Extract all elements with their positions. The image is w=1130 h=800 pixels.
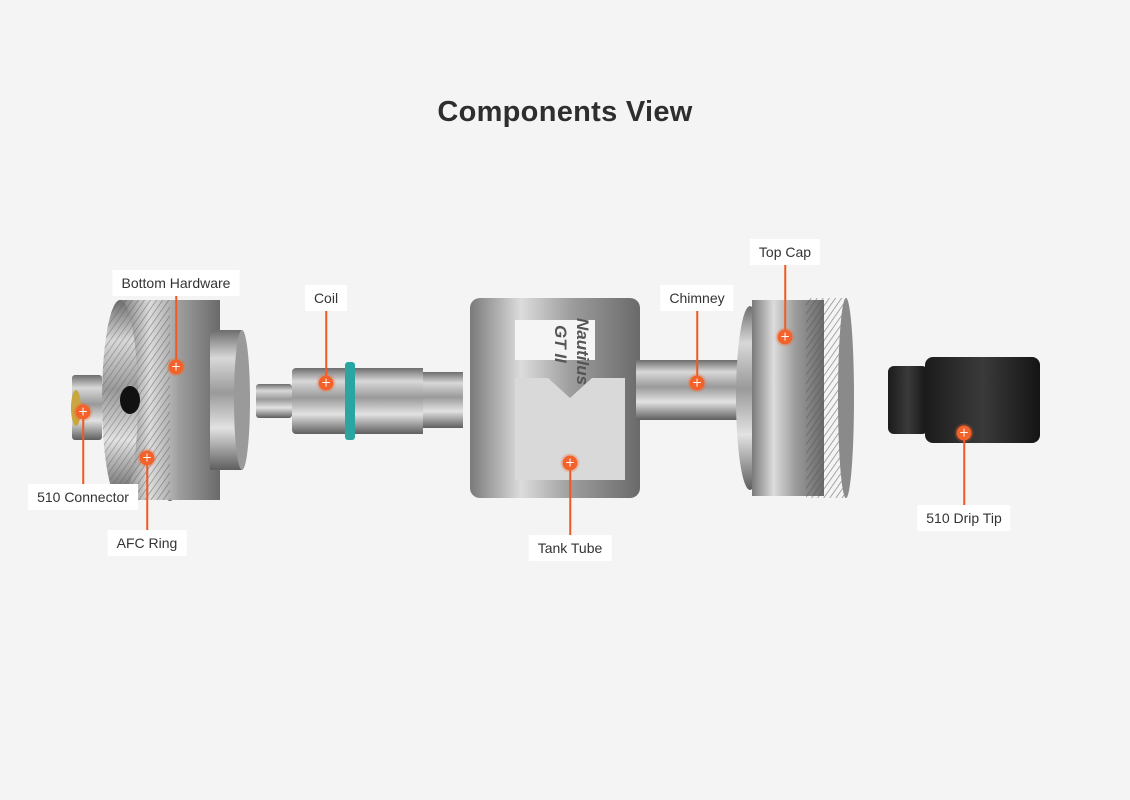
- tank-part: Nautilus GT II: [470, 298, 741, 498]
- label-coil: Coil: [304, 285, 348, 311]
- hotspot-510-connector[interactable]: +: [75, 404, 91, 420]
- hotspot-coil[interactable]: +: [318, 375, 334, 391]
- svg-text:GT II: GT II: [551, 325, 570, 364]
- callout-line: [569, 463, 571, 535]
- coil-part: [256, 362, 463, 440]
- hotspot-chimney[interactable]: +: [689, 375, 705, 391]
- callout-line: [325, 311, 327, 383]
- page-title: Components View: [437, 96, 693, 128]
- label-510-connector: 510 Connector: [28, 484, 138, 510]
- hotspot-afc-ring[interactable]: +: [139, 450, 155, 466]
- callout-line: [963, 433, 965, 505]
- hotspot-top-cap[interactable]: +: [777, 329, 793, 345]
- callout-line: [146, 458, 148, 530]
- hotspot-tank-tube[interactable]: +: [562, 455, 578, 471]
- bottom-hardware-part: [71, 300, 250, 501]
- label-510-drip-tip: 510 Drip Tip: [917, 505, 1011, 531]
- hotspot-510-drip-tip[interactable]: +: [956, 425, 972, 441]
- hotspot-bottom-hardware[interactable]: +: [168, 359, 184, 375]
- callout-line: [175, 296, 177, 366]
- drip-tip-part: [888, 357, 1040, 443]
- top-cap-part: [736, 298, 854, 498]
- label-chimney: Chimney: [660, 285, 734, 311]
- label-top-cap: Top Cap: [749, 239, 821, 265]
- callout-line: [696, 311, 698, 383]
- label-bottom-hardware: Bottom Hardware: [112, 270, 240, 296]
- callout-line: [82, 412, 84, 484]
- svg-text:Nautilus: Nautilus: [573, 318, 592, 385]
- callout-line: [784, 265, 786, 337]
- label-afc-ring: AFC Ring: [107, 530, 187, 556]
- label-tank-tube: Tank Tube: [528, 535, 612, 561]
